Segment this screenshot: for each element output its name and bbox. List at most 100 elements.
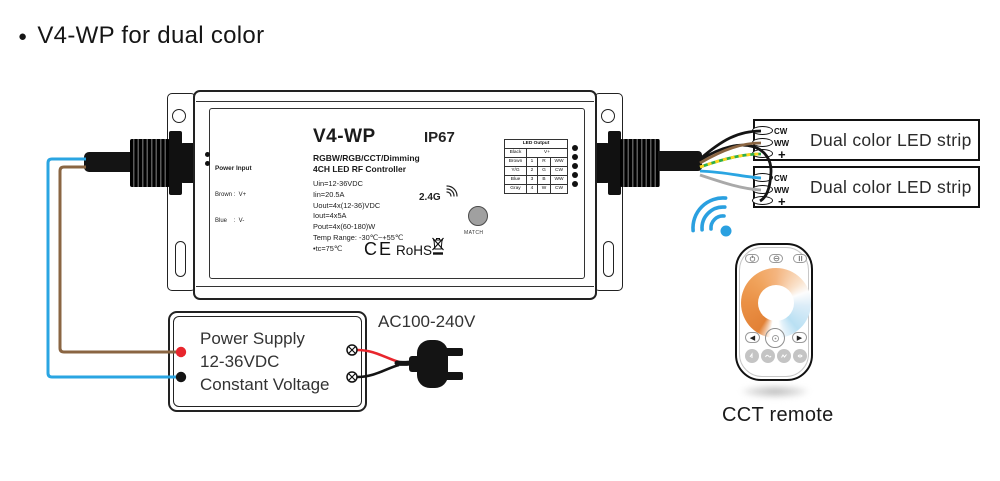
table-cell: Brown: [504, 157, 527, 167]
spec-iout: Iout=4x5A: [313, 211, 347, 221]
remote-left-arrow-button[interactable]: ◀: [745, 332, 760, 343]
table-cell: WW: [549, 175, 569, 185]
table-cell: Blue: [504, 175, 527, 185]
match-button[interactable]: [468, 206, 488, 226]
remote-center-button[interactable]: [765, 328, 785, 348]
weee-bin-icon: [432, 237, 444, 255]
remote-preset-button-1[interactable]: [745, 349, 759, 363]
table-cell: 4: [526, 184, 538, 194]
ip-rating: IP67: [424, 129, 455, 146]
remote-preset-button-4[interactable]: [793, 349, 807, 363]
remote-power-on-button[interactable]: [745, 254, 759, 263]
output-dot: [572, 172, 578, 178]
page-title: ●V4-WP for dual color: [18, 22, 264, 50]
table-cell: B: [537, 175, 551, 185]
remote-right-arrow-button[interactable]: ▶: [792, 332, 807, 343]
plug-prong-2: [445, 372, 463, 380]
remote-preset-button-3[interactable]: [777, 349, 791, 363]
spec-uin: Uin=12-36VDC: [313, 179, 363, 188]
table-cell: V+: [525, 148, 569, 158]
left-mount-slot: [175, 241, 186, 277]
output-cable: [658, 151, 702, 171]
strip1-cw-terminal: [752, 126, 773, 135]
spec-list: Uin=12-36VDC Iin=20.5A Uout=4x(12-36)VDC…: [313, 179, 403, 255]
remote-mode-button[interactable]: [793, 254, 807, 263]
output-dot: [572, 154, 578, 160]
wheel-center: [758, 285, 794, 321]
title-text: V4-WP for dual color: [37, 22, 265, 49]
spec-temp: Temp Range: -30℃~+55℃: [313, 232, 404, 242]
input-dot-1: [205, 152, 210, 157]
live-wire: [356, 348, 400, 364]
rf-signal-icon: [691, 196, 732, 237]
controller-body: [193, 90, 597, 300]
plug-body: [417, 340, 448, 388]
strip2-ww-terminal: [752, 185, 773, 194]
strip1-cw-label: CW: [774, 127, 788, 136]
remote-preset-button-2[interactable]: [761, 349, 775, 363]
table-cell: W: [537, 184, 551, 194]
output-cable-gland-base: [595, 143, 609, 183]
led-output-title: LED Output: [503, 139, 569, 149]
table-cell: 1: [526, 157, 538, 167]
power-supply-text: Power Supply 12-36VDC Constant Voltage: [200, 327, 329, 396]
input-dot-2: [205, 161, 210, 166]
right-mount-hole: [601, 109, 615, 123]
table-cell: WW: [549, 157, 569, 167]
remote-power-off-button[interactable]: [769, 254, 783, 263]
input-cable: [84, 152, 132, 172]
table-cell: CW: [549, 166, 569, 176]
spec-iin: Iin=20.5A: [313, 189, 345, 199]
table-cell: Gray: [504, 184, 527, 194]
green-wire-strip1-plus: [699, 152, 762, 169]
table-cell: Black: [504, 148, 527, 158]
power-input-blue: Blue : V-: [215, 217, 245, 224]
strip2-cw-label: CW: [774, 174, 788, 183]
strip2-ww-label: WW: [774, 186, 790, 195]
led-strip-1: Dual color LED strip: [753, 119, 980, 161]
remote-reflection: [741, 385, 809, 398]
power-icon: [749, 255, 755, 262]
table-cell: 2: [526, 166, 538, 176]
output-cable-gland-flange: [608, 131, 621, 195]
blue-input-wire: [46, 157, 176, 379]
spec-uout: Uout=4x(12-36)VDC: [313, 200, 381, 210]
power-input-title: Power Input: [215, 165, 252, 173]
preset-1-icon: [749, 352, 753, 358]
input-cable-gland-base: [181, 143, 195, 183]
table-cell: CW: [549, 184, 569, 194]
power-supply-box: [168, 311, 367, 412]
controller-type: RGBW/RGB/CCT/Dimming 4CH LED RF Controll…: [313, 153, 420, 174]
input-cable-gland-nut: [130, 139, 170, 187]
left-mount-hole: [172, 109, 186, 123]
strip2-cw-terminal: [752, 173, 773, 182]
plug-prong-1: [445, 348, 463, 356]
model-label: V4-WP: [313, 126, 376, 147]
remote-caption: CCT remote: [722, 404, 834, 426]
table-cell: 3: [526, 175, 538, 185]
type-line-2: 4CH LED RF Controller: [313, 163, 407, 174]
output-dot: [572, 181, 578, 187]
power-input-brown: Brown : V+: [215, 191, 247, 198]
output-cable-gland-nut: [620, 139, 660, 187]
strip1-ww-terminal: [752, 138, 773, 147]
ac-voltage-label: AC100-240V: [378, 312, 476, 331]
match-label: MATCH: [464, 230, 484, 236]
right-mount-slot: [603, 241, 614, 277]
strip1-plus-label: +: [778, 147, 786, 162]
ps-line-1: Power Supply: [200, 329, 305, 348]
table-cell: R: [537, 157, 551, 167]
rf-label: 2.4G: [419, 192, 441, 203]
cct-remote: ◀ ▶: [735, 243, 813, 381]
ce-mark: CE: [364, 239, 394, 259]
ps-line-2: 12-36VDC: [200, 352, 280, 371]
preset-4-icon: [797, 354, 803, 358]
output-dot: [572, 163, 578, 169]
power-input-legend: Power Input Brown : V+ Blue : V-: [215, 148, 252, 243]
rohs-label: RoHS: [396, 243, 433, 258]
strip2-plus-terminal: [752, 196, 773, 205]
neutral-wire: [356, 363, 400, 379]
ps-line-3: Constant Voltage: [200, 375, 330, 394]
spec-pout: Pout=4x(60-180)W: [313, 222, 376, 232]
